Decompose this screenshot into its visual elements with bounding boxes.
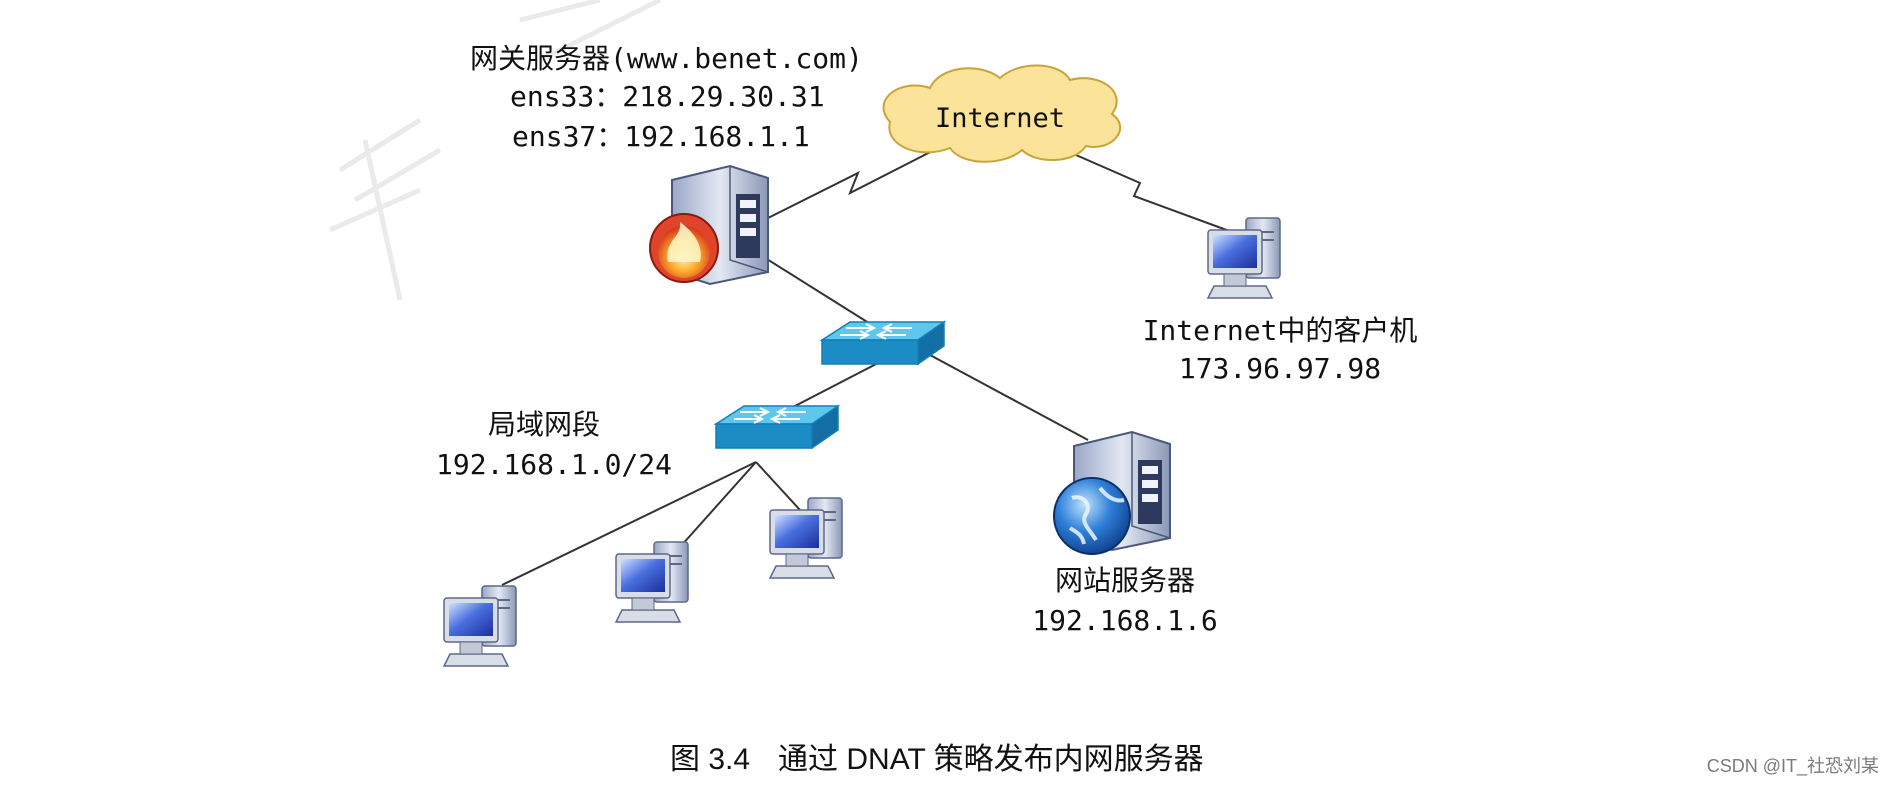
client-ip: 173.96.97.98	[1178, 352, 1382, 385]
globe-icon	[1053, 477, 1131, 555]
link-switch-web	[929, 354, 1089, 441]
link-gateway-switch	[761, 255, 881, 331]
internet-cloud-icon	[882, 64, 1122, 163]
figure-caption: 图 3.4 通过 DNAT 策略发布内网服务器	[670, 734, 1204, 778]
lan-title: 局域网段	[488, 408, 601, 441]
lan-subnet: 192.168.1.0/24	[436, 448, 673, 481]
gateway-title: 网关服务器(www.benet.com)	[470, 42, 863, 75]
link-pc2	[671, 461, 757, 557]
link-pc3	[755, 461, 801, 511]
web-title: 网站服务器	[1054, 564, 1195, 597]
cloud-label: Internet	[935, 103, 1065, 134]
background-watermark	[328, 0, 662, 301]
firewall-icon	[649, 213, 719, 283]
lan-switch-icon	[715, 405, 839, 449]
web-ip: 192.168.1.6	[1032, 604, 1218, 637]
client-title: Internet中的客户机	[1142, 314, 1418, 347]
source-watermark: CSDN @IT_社恐刘某	[1706, 756, 1879, 776]
lan-pc-3-icon	[769, 497, 843, 579]
gateway-ens37: ens37：192.168.1.1	[512, 120, 810, 153]
gateway-ens33: ens33：218.29.30.31	[510, 80, 825, 113]
wan-link-client	[1059, 147, 1233, 233]
internet-client-pc-icon	[1207, 217, 1281, 299]
figure-number: 图 3.4	[670, 743, 751, 776]
core-switch-icon	[821, 321, 945, 365]
lan-pc-2-icon	[615, 541, 689, 623]
wan-link-gateway	[767, 143, 947, 219]
link-pc1	[501, 461, 757, 586]
lan-pc-1-icon	[443, 585, 517, 667]
figure-text: 通过 DNAT 策略发布内网服务器	[778, 743, 1204, 776]
